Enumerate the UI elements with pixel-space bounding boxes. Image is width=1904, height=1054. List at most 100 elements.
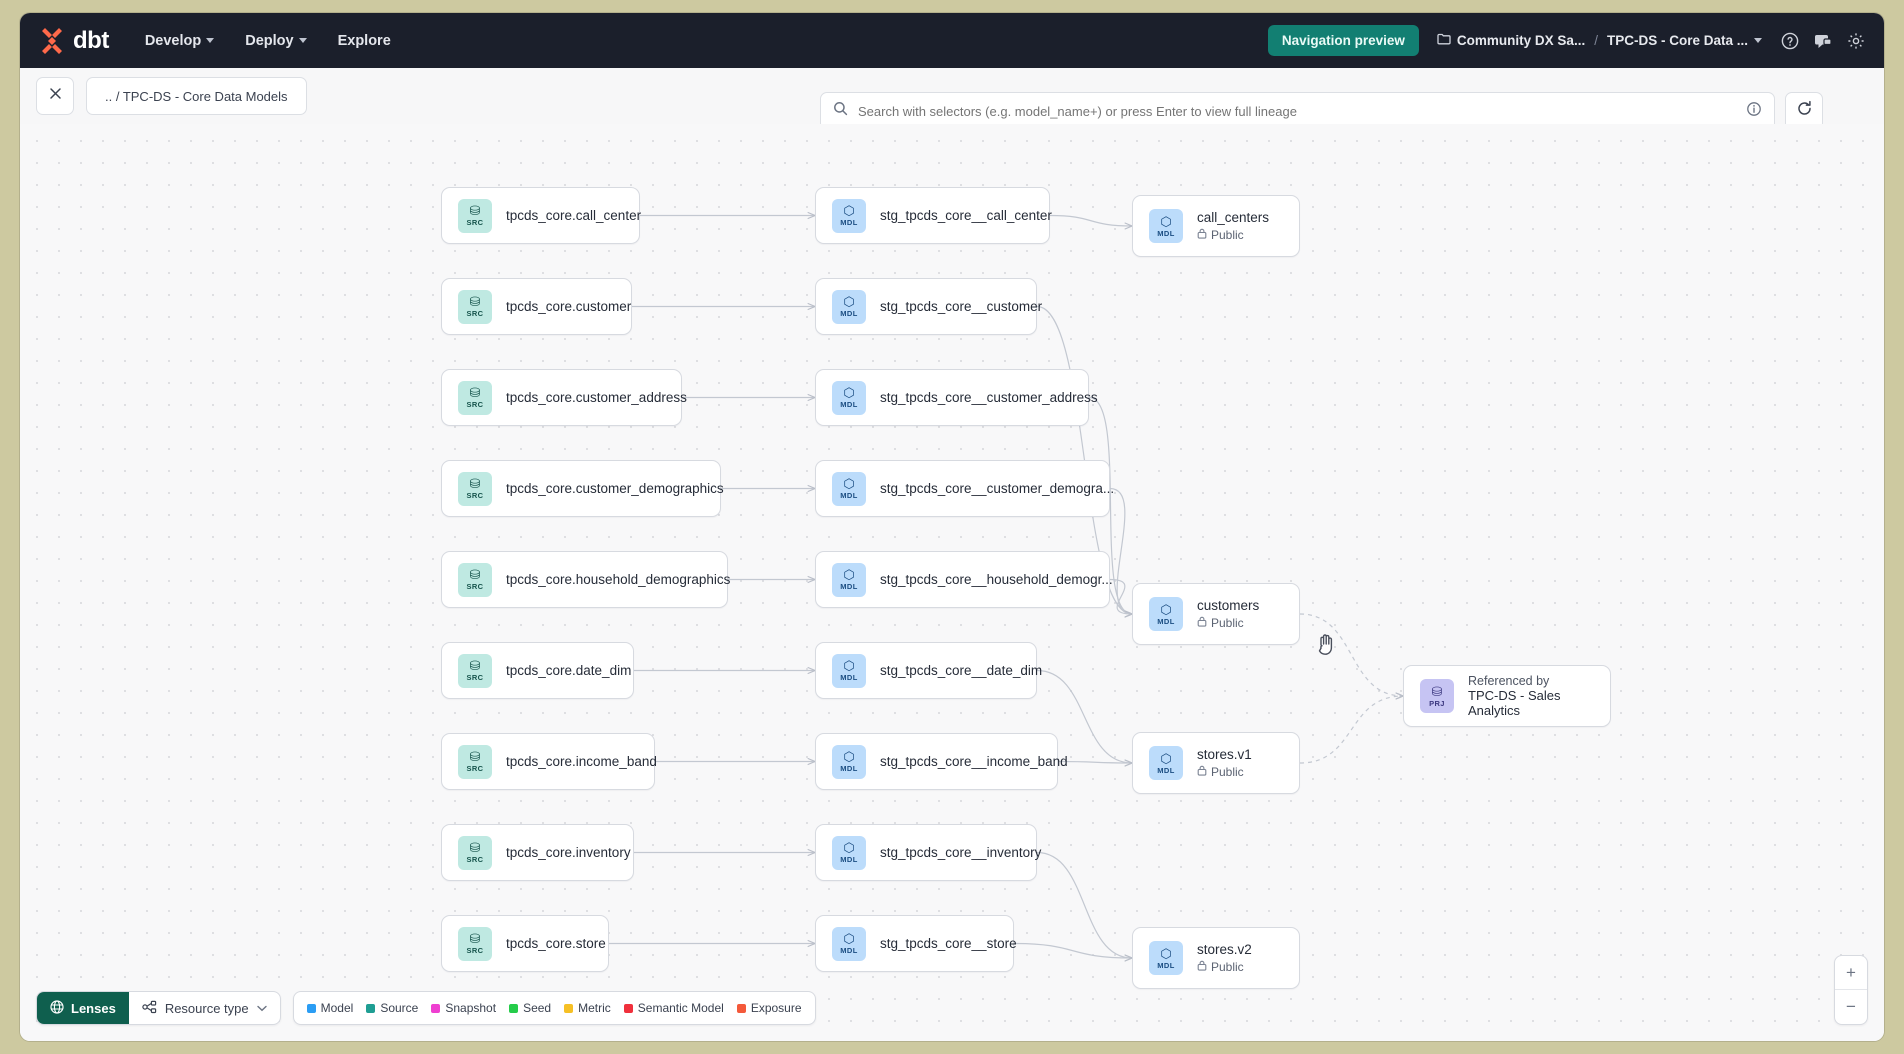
mdl-badge-icon: ⬡MDL xyxy=(832,562,866,597)
feedback-chat-icon[interactable] xyxy=(1813,31,1833,51)
help-circle-icon[interactable] xyxy=(1780,31,1800,51)
src-badge-icon: ⛁SRC xyxy=(458,380,492,415)
resource-type-dropdown[interactable]: Resource type xyxy=(129,992,280,1024)
lineage-node-src9[interactable]: ⛁SRC tpcds_core.store xyxy=(441,915,609,972)
legend-swatch xyxy=(623,1003,633,1013)
top-navbar: dbt Develop Deploy Explore Navigation pr… xyxy=(20,13,1884,68)
src-badge-icon: ⛁SRC xyxy=(458,835,492,870)
legend-item[interactable]: Metric xyxy=(564,1001,611,1015)
node-type-tag: SRC xyxy=(466,764,484,774)
node-text-stack: stg_tpcds_core__inventory xyxy=(880,845,1041,860)
search-input[interactable] xyxy=(858,103,1736,119)
node-visibility: Public xyxy=(1197,228,1269,242)
prj-badge-icon: ⛁PRJ xyxy=(1420,679,1454,713)
node-type-glyph: ⬡ xyxy=(843,476,855,492)
node-type-glyph: ⛁ xyxy=(469,931,481,947)
lock-icon xyxy=(1197,616,1207,630)
node-type-glyph: ⬡ xyxy=(843,931,855,947)
legend-item[interactable]: Snapshot xyxy=(431,1001,496,1015)
zoom-out-button[interactable]: − xyxy=(1846,997,1856,1016)
breadcrumb-project-label: TPC-DS - Core Data ... xyxy=(1606,33,1748,48)
lineage-node-mdl5[interactable]: ⬡MDL stg_tpcds_core__household_demogr... xyxy=(815,551,1113,608)
mdl-badge-icon: ⬡MDL xyxy=(832,380,866,415)
node-label: tpcds_core.customer_demographics xyxy=(506,481,724,496)
zoom-in-button[interactable]: + xyxy=(1835,956,1867,990)
lineage-node-src5[interactable]: ⛁SRC tpcds_core.household_demographics xyxy=(441,551,730,608)
legend-item[interactable]: Model xyxy=(306,1001,353,1015)
node-label: tpcds_core.customer_address xyxy=(506,390,687,405)
node-type-tag: SRC xyxy=(466,491,484,501)
navigation-preview-button[interactable]: Navigation preview xyxy=(1267,25,1419,56)
legend-item[interactable]: Semantic Model xyxy=(623,1001,724,1015)
legend-item[interactable]: Source xyxy=(366,1001,418,1015)
dbt-logo-icon xyxy=(38,27,66,55)
node-text-stack: tpcds_core.customer xyxy=(506,299,631,314)
node-text-stack: tpcds_core.household_demographics xyxy=(506,572,730,587)
search-icon xyxy=(833,101,848,121)
node-type-tag: MDL xyxy=(840,582,858,592)
node-type-glyph: ⬡ xyxy=(843,385,855,401)
brand[interactable]: dbt xyxy=(38,27,109,55)
breadcrumb-account[interactable]: Community DX Sa... xyxy=(1437,33,1585,48)
node-visibility: Public xyxy=(1197,765,1252,779)
lens-globe-icon xyxy=(50,999,64,1017)
legend-swatch xyxy=(431,1003,441,1013)
node-type-tag: MDL xyxy=(840,673,858,683)
lineage-breadcrumb-chip[interactable]: .. / TPC-DS - Core Data Models xyxy=(86,77,307,115)
close-button[interactable] xyxy=(36,77,74,115)
nav-develop[interactable]: Develop xyxy=(143,27,216,55)
info-circle-icon[interactable] xyxy=(1746,101,1762,122)
src-badge-icon: ⛁SRC xyxy=(458,926,492,961)
legend-item[interactable]: Seed xyxy=(509,1001,551,1015)
src-badge-icon: ⛁SRC xyxy=(458,562,492,597)
nav-deploy[interactable]: Deploy xyxy=(243,27,308,55)
refresh-button[interactable] xyxy=(1785,92,1823,130)
bottom-toolbar: Lenses Resource type Model Source Snapshot… xyxy=(36,991,816,1025)
gear-icon[interactable] xyxy=(1846,31,1866,51)
legend-item[interactable]: Exposure xyxy=(736,1001,802,1015)
legend-swatch xyxy=(736,1003,746,1013)
mdl-badge-icon: ⬡MDL xyxy=(1149,597,1183,631)
node-text-stack: stg_tpcds_core__customer_demogra... xyxy=(880,481,1114,496)
node-visibility: Public xyxy=(1197,960,1252,974)
node-label: stg_tpcds_core__inventory xyxy=(880,845,1042,860)
lock-icon xyxy=(1197,765,1207,779)
node-label: stg_tpcds_core__call_center xyxy=(880,208,1052,223)
node-text-stack: stg_tpcds_core__household_demogr... xyxy=(880,572,1113,587)
nav-develop-label: Develop xyxy=(144,32,202,49)
node-text-stack: stg_tpcds_core__date_dim xyxy=(880,663,1042,678)
node-label: tpcds_core.store xyxy=(506,936,606,951)
node-type-glyph: ⬡ xyxy=(1160,750,1172,766)
lineage-toolbar: .. / TPC-DS - Core Data Models xyxy=(20,68,1884,124)
nav-explore[interactable]: Explore xyxy=(336,27,393,55)
node-type-glyph: ⬡ xyxy=(843,658,855,674)
breadcrumb-project[interactable]: TPC-DS - Core Data ... xyxy=(1607,33,1762,48)
lineage-node-src3[interactable]: ⛁SRC tpcds_core.customer_address xyxy=(441,369,687,426)
node-type-glyph: ⛁ xyxy=(469,840,481,856)
nav-explore-label: Explore xyxy=(337,32,391,49)
nodes-icon xyxy=(142,1000,157,1017)
lenses-button[interactable]: Lenses xyxy=(37,992,129,1024)
lineage-node-mdl6[interactable]: ⬡MDL stg_tpcds_core__date_dim xyxy=(815,642,1042,699)
legend-swatch xyxy=(564,1003,574,1013)
